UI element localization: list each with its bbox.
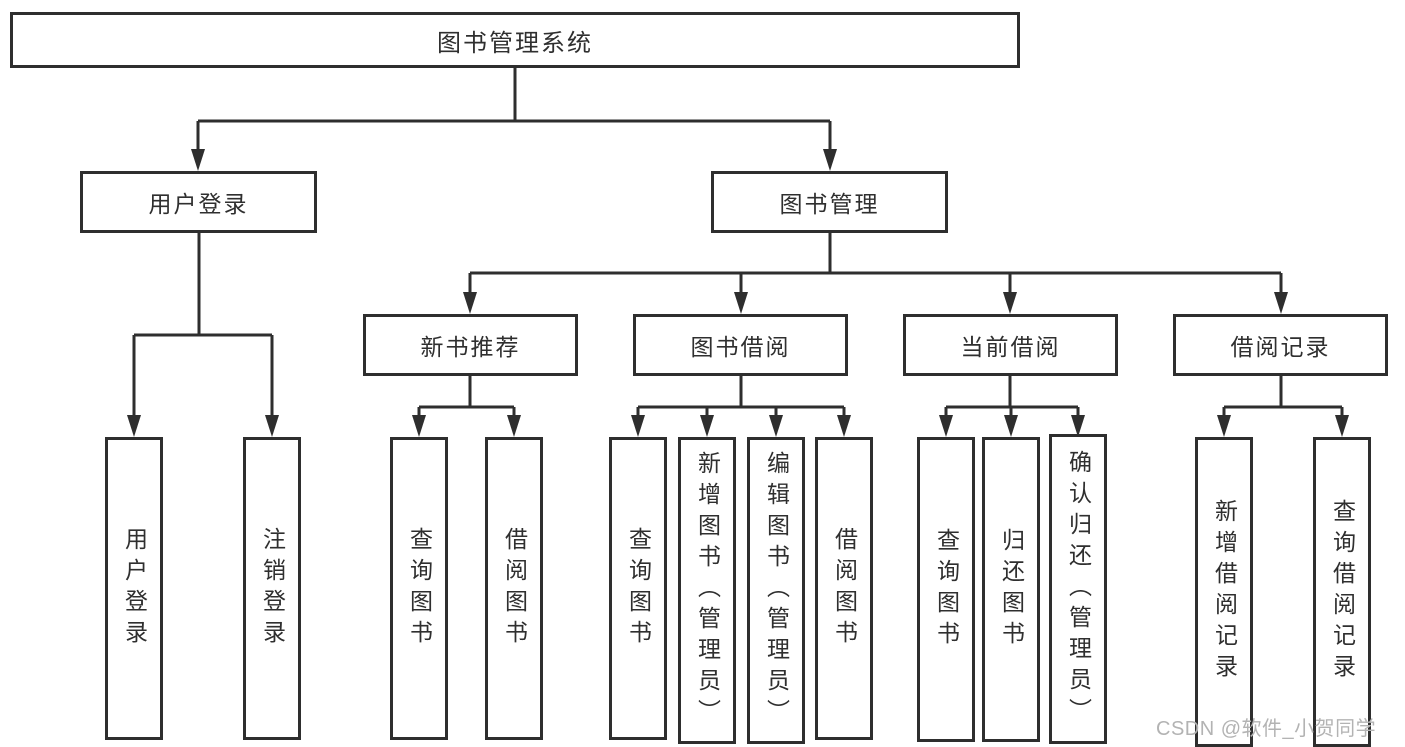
arrowhead xyxy=(700,415,714,437)
connector-book-management-to-level3 xyxy=(468,233,1283,294)
arrowhead xyxy=(1071,415,1085,437)
connector-book-borrow-to-leaves xyxy=(636,376,846,417)
leaf-edit-book-admin: 编辑图书（管理员） xyxy=(747,437,805,744)
connector-root-to-level2 xyxy=(196,68,832,151)
arrowhead xyxy=(1003,292,1017,314)
node-current-borrow: 当前借阅 xyxy=(903,314,1118,376)
connector-new-book-recommend-to-leaves xyxy=(417,376,516,417)
arrowhead xyxy=(939,415,953,437)
leaf-borrow-books: 借阅图书 xyxy=(815,437,873,740)
csdn-watermark: CSDN @软件_小贺同学 xyxy=(1156,718,1377,740)
leaf-add-borrow-record: 新增借阅记录 xyxy=(1195,437,1253,747)
arrowhead xyxy=(412,415,426,437)
node-book-management: 图书管理 xyxy=(711,171,948,233)
arrowhead xyxy=(837,415,851,437)
leaf-query-books-current: 查询图书 xyxy=(917,437,975,742)
leaf-return-book: 归还图书 xyxy=(982,437,1040,742)
connector-borrow-records-to-leaves xyxy=(1222,376,1344,417)
node-user-login: 用户登录 xyxy=(80,171,317,233)
connector-current-borrow-to-leaves xyxy=(944,376,1080,417)
arrowhead xyxy=(265,415,279,437)
node-library-management-system: 图书管理系统 xyxy=(10,12,1020,68)
arrowhead xyxy=(734,292,748,314)
arrowhead xyxy=(1335,415,1349,437)
arrowhead xyxy=(127,415,141,437)
leaf-add-book-admin: 新增图书（管理员） xyxy=(678,437,736,744)
leaf-confirm-return-admin: 确认归还（管理员） xyxy=(1049,434,1107,744)
leaf-query-books-recommend: 查询图书 xyxy=(390,437,448,740)
arrowhead xyxy=(507,415,521,437)
leaf-query-borrow-record: 查询借阅记录 xyxy=(1313,437,1371,747)
arrowhead xyxy=(463,292,477,314)
arrowhead xyxy=(1217,415,1231,437)
connector-user-login-to-leaves xyxy=(132,233,274,417)
arrowhead xyxy=(823,149,837,171)
arrowhead xyxy=(1004,415,1018,437)
arrowhead xyxy=(191,149,205,171)
node-book-borrow: 图书借阅 xyxy=(633,314,848,376)
arrowhead xyxy=(1274,292,1288,314)
leaf-query-books-borrow: 查询图书 xyxy=(609,437,667,740)
node-borrow-records: 借阅记录 xyxy=(1173,314,1388,376)
arrowhead xyxy=(769,415,783,437)
node-new-book-recommend: 新书推荐 xyxy=(363,314,578,376)
leaf-user-login: 用户登录 xyxy=(105,437,163,740)
leaf-borrow-books-recommend: 借阅图书 xyxy=(485,437,543,740)
arrowhead xyxy=(631,415,645,437)
leaf-logout: 注销登录 xyxy=(243,437,301,740)
